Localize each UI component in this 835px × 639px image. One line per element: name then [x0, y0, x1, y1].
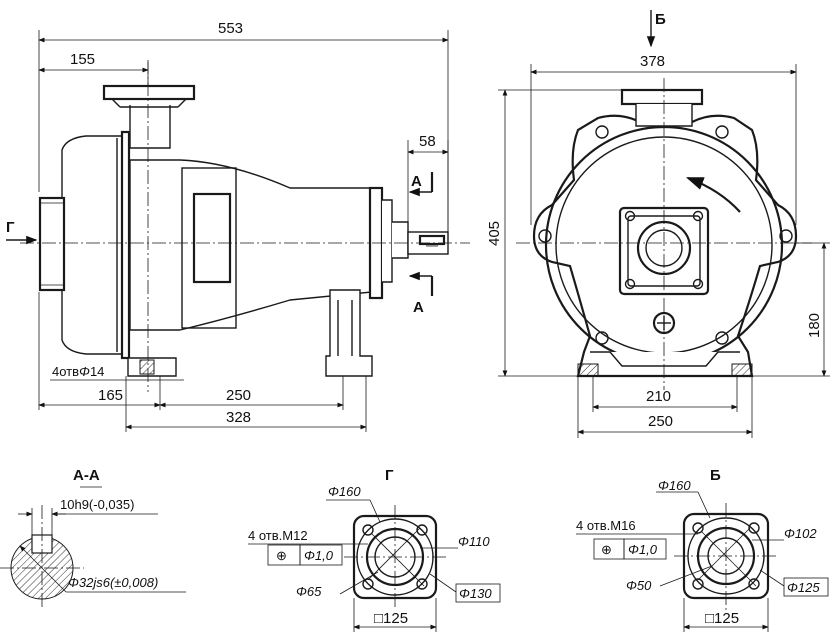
dim-250-front-label: 250	[648, 413, 673, 430]
flange-g-hole-3	[362, 578, 374, 590]
holes-note-value: 14	[90, 364, 104, 379]
flange-b-face-label: Φ125	[787, 580, 820, 595]
dim-axis-height: 180	[740, 242, 830, 377]
dim-180-label: 180	[806, 313, 823, 338]
side-view: 553 155 58	[6, 20, 470, 432]
flange-b-holes-note: 4 отв.М16	[576, 518, 636, 533]
key-width-label: 10h9(-0,035)	[60, 497, 134, 512]
flange-b-title: Б	[710, 467, 721, 484]
dim-210-label: 210	[646, 388, 671, 405]
dim-width: 378	[530, 53, 797, 225]
dim-overall-length: 553	[38, 20, 449, 240]
section-mark-bottom-label: А	[413, 299, 424, 316]
flange-b-tolerance-value: Φ1,0	[628, 542, 658, 557]
dim-flange-offset: 155	[38, 51, 149, 88]
dim-bottom-chain: 165 250 328	[38, 292, 367, 432]
discharge-flange-top	[620, 88, 704, 106]
dim-250-label: 250	[226, 387, 251, 404]
flange-b-view: Б 4 отв.М16 ⊕ Φ1,0 Φ160 Φ102 Φ50 Φ125 □1…	[576, 467, 829, 632]
flange-b-hole-1	[692, 522, 704, 534]
dim-foot-widths: 210 250	[577, 376, 753, 438]
lug-hole-br	[715, 331, 729, 345]
dim-58-label: 58	[419, 133, 436, 150]
rear-foot	[325, 289, 373, 377]
flange-g-title: Г	[385, 467, 394, 484]
dim-328-label: 328	[226, 409, 251, 426]
flange-g-bolt-circle-label: Φ160	[328, 484, 361, 499]
discharge-flange	[102, 84, 196, 101]
lug-hole-tl	[595, 125, 609, 139]
dim-378-label: 378	[640, 53, 665, 70]
dim-165-label: 165	[98, 387, 123, 404]
flange-b-square-label: □125	[705, 610, 739, 627]
flange-bolt-1	[624, 210, 636, 222]
discharge-nozzle	[129, 105, 171, 149]
svg-text:4отвΦ14: 4отвΦ14	[52, 364, 104, 379]
flange-g-tolerance-value: Φ1,0	[304, 548, 334, 563]
front-foot-right-section	[731, 363, 753, 377]
flange-bolt-4	[692, 278, 704, 290]
front-foot-left-section	[577, 363, 599, 377]
pump-casing	[61, 135, 123, 355]
flange-g-bore-label: Φ65	[296, 584, 322, 599]
dim-shaft-end: 58	[407, 133, 449, 232]
bracket-window-frame	[181, 167, 237, 329]
view-mark-b-label: Б	[655, 11, 666, 28]
front-foot-bolt-section	[139, 359, 155, 375]
flange-g-face-label: Φ130	[459, 586, 492, 601]
flange-b-hole-3	[692, 578, 704, 590]
holes-note-phi: Φ	[79, 364, 90, 379]
lug-hole-r	[779, 229, 793, 243]
flange-bolt-2	[692, 210, 704, 222]
flange-b-outer-label: Φ102	[784, 526, 817, 541]
flange-bolt-3	[624, 278, 636, 290]
section-mark-top-label: А	[411, 173, 422, 190]
dim-155-label: 155	[70, 51, 95, 68]
view-mark-b: Б	[646, 10, 666, 48]
flange-g-hole-2	[416, 524, 428, 536]
dim-height: 405	[486, 89, 626, 377]
dim-553-label: 553	[218, 20, 243, 37]
flange-g-hole-1	[362, 524, 374, 536]
flange-b-hole-2	[748, 522, 760, 534]
front-view: Б 378 405 180	[486, 10, 830, 438]
rotation-arrow	[685, 176, 741, 213]
holes-note: 4отвΦ14	[50, 364, 184, 381]
shaft-diameter-label: Φ32js6(±0,008)	[68, 575, 158, 590]
flange-g-outer-label: Φ110	[458, 534, 490, 549]
inlet-view-label: Г	[6, 219, 15, 236]
flange-b-tolerance-symbol: ⊕	[601, 542, 612, 557]
flange-g-tolerance-symbol: ⊕	[276, 548, 287, 563]
inlet-view-arrow: Г	[6, 219, 38, 245]
lug-hole-tr	[715, 125, 729, 139]
flange-g-holes-note: 4 отв.М12	[248, 528, 308, 543]
section-aa-title: А-А	[73, 467, 100, 484]
section-aa: А-А 10h9(-0,035) Φ32js6(±0,008)	[0, 467, 186, 610]
casing-flange-ring	[120, 130, 131, 360]
flange-b-hole-4	[748, 578, 760, 590]
inlet-flange	[38, 196, 66, 292]
holes-note-prefix: 4отв	[52, 364, 79, 379]
flange-g-square-label: □125	[374, 610, 408, 627]
section-mark-a: А А	[408, 172, 434, 316]
lug-hole-bl	[595, 331, 609, 345]
flange-g-view: Г 4 отв.М12 ⊕ Φ1,0 Φ160 Φ110 Φ65 Φ130 □1…	[248, 467, 501, 632]
shaft-key	[418, 234, 446, 246]
lug-hole-l	[538, 229, 552, 243]
flange-b-bolt-circle-label: Φ160	[658, 478, 691, 493]
flange-g-hole-4	[416, 578, 428, 590]
flange-b-bore-label: Φ50	[626, 578, 652, 593]
dim-405-label: 405	[486, 221, 503, 246]
bracket-window	[192, 192, 232, 284]
